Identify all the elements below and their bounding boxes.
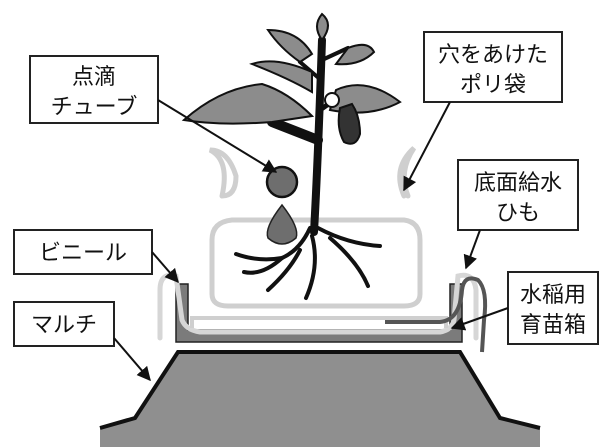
label-perforated-bag-line2: ポリ袋 [460, 73, 526, 98]
drip-emitter [265, 165, 299, 245]
leader-drip-tube [157, 99, 278, 173]
label-wick: 底面給水 ひも [457, 159, 579, 270]
label-seedling-box: 水稲用 育苗箱 [450, 271, 599, 345]
eggplant-fruit [324, 92, 362, 145]
mulch-mound [99, 350, 541, 447]
label-wick-line1: 底面給水 [474, 171, 562, 196]
label-vinyl-text: ビニール [39, 241, 127, 266]
label-drip-tube: 点滴 チューブ [29, 55, 278, 173]
leader-vinyl [151, 251, 179, 284]
leader-mulch [113, 337, 151, 382]
plant-roots [234, 226, 382, 300]
label-vinyl: ビニール [13, 229, 179, 284]
leader-wick [463, 229, 481, 270]
wick-string [385, 276, 488, 353]
label-seedling-box-line2: 育苗箱 [520, 313, 586, 338]
label-perforated-bag: 穴をあけた ポリ袋 [403, 31, 563, 192]
label-drip-tube-line2: チューブ [51, 95, 138, 120]
leader-perforated-bag [403, 101, 451, 192]
label-mulch: マルチ [13, 301, 151, 382]
label-wick-line2: ひも [496, 201, 540, 226]
label-drip-tube-line1: 点滴 [72, 65, 116, 90]
leader-seedling-box [450, 307, 509, 331]
label-mulch-text: マルチ [31, 313, 97, 338]
plant-leaves [181, 12, 402, 125]
label-perforated-bag-line1: 穴をあけた [438, 43, 548, 68]
label-seedling-box-line1: 水稲用 [520, 283, 586, 308]
